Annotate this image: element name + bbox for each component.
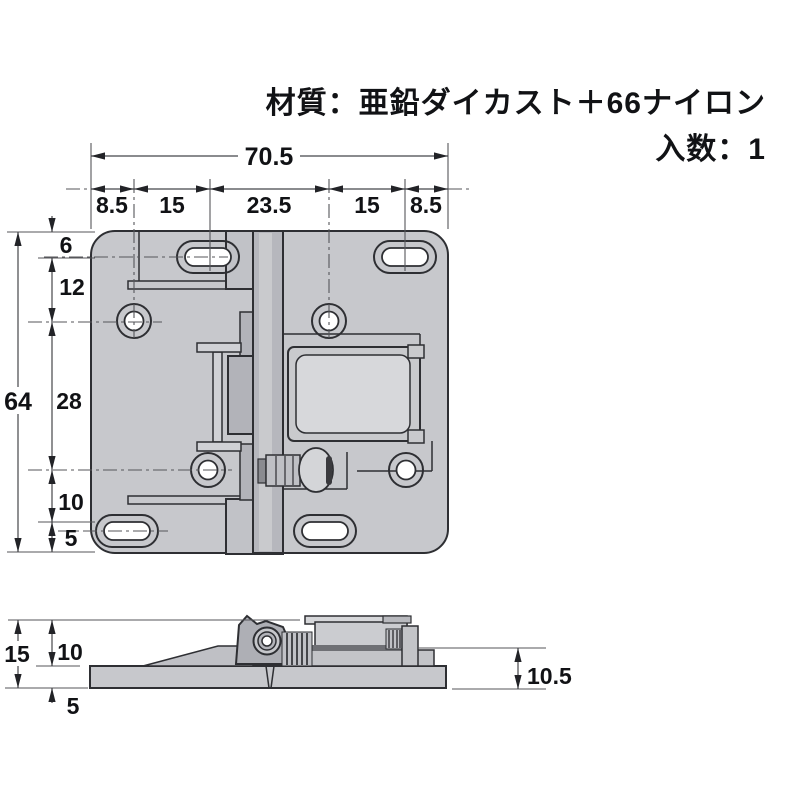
dim-height-seg-2: 12 [59,274,85,300]
side-latch-rod [312,645,407,651]
dim-height-seg-5: 5 [65,525,78,551]
side-latch-lip [382,615,412,624]
plan-center-lines [28,179,330,532]
dim-side-right: 10.5 [527,663,572,689]
dim-width-seg-2: 15 [159,192,185,218]
dim-width-seg-4: 15 [354,192,380,218]
quantity-label: 入数：1 [655,133,766,166]
dim-height-total: 64 [4,388,32,416]
side-small-spring [385,628,403,650]
dim-width-seg-1: 8.5 [96,192,128,218]
dim-side-plate: 5 [67,693,80,719]
side-extension-lines [5,619,546,690]
dim-side-total: 15 [4,641,30,667]
plan-latch-body [283,333,433,490]
side-dimensions: 15 10 5 10.5 [3,619,572,719]
dim-height-seg-4: 10 [58,489,84,515]
plan-adjustment-screw [257,447,334,493]
plan-ibeam-bracket [196,342,242,452]
material-label: 材質：亜鉛ダイカスト＋66ナイロン [266,86,766,120]
plan-pin-column [252,230,284,554]
dim-height-seg-1: 6 [60,232,73,258]
side-view [89,614,447,689]
plan-view [28,179,449,555]
side-main-spring [281,631,313,667]
plan-dimensions: 70.5 8.5 15 23.5 15 8.5 64 6 12 28 10 5 [2,142,472,553]
side-hinge-pin [252,626,282,656]
dim-height-seg-3: 28 [56,388,82,414]
dim-side-top: 10 [57,639,83,665]
side-end-block [401,625,419,667]
dim-width-total: 70.5 [245,143,294,171]
dim-width-seg-3: 23.5 [247,192,292,218]
dim-width-seg-5: 8.5 [410,192,442,218]
